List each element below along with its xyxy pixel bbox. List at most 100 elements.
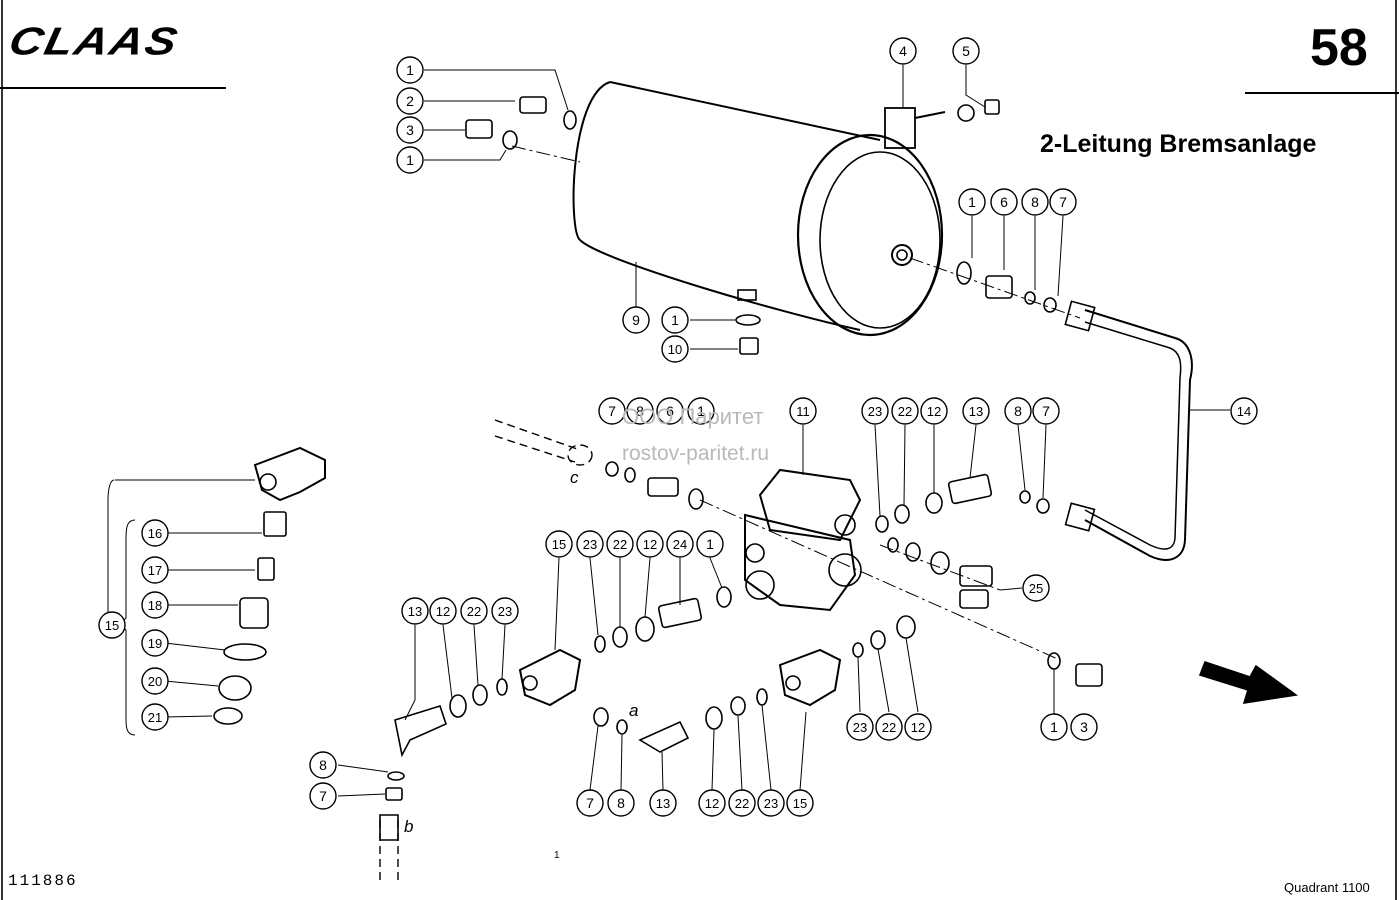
callout-label: 6	[1000, 194, 1008, 210]
callout-circle	[962, 397, 990, 425]
callout-circle	[861, 397, 889, 425]
small-mark: 1	[554, 850, 560, 861]
callout-circle	[698, 789, 726, 817]
callout-circle	[98, 611, 126, 639]
callout-3: 3	[396, 116, 424, 144]
callout-4: 4	[889, 37, 917, 65]
connection-letter-a: a	[629, 701, 638, 720]
callout-label: 11	[796, 404, 810, 419]
callout-circle	[1004, 397, 1032, 425]
callout-11: 11	[789, 397, 817, 425]
page-number: 58	[1310, 19, 1368, 77]
callout-circle	[491, 597, 519, 625]
callout-label: 1	[968, 194, 976, 210]
callout-label: 1	[406, 62, 414, 78]
direction-arrow	[1198, 660, 1299, 704]
callout-15: 15	[545, 530, 573, 558]
callout-8: 8	[607, 789, 635, 817]
callout-label: 15	[793, 796, 807, 811]
callout-label: 25	[1029, 581, 1043, 596]
callout-label: 23	[583, 537, 597, 552]
callout-2: 2	[396, 87, 424, 115]
callout-label: 15	[105, 618, 119, 633]
callout-circle	[396, 116, 424, 144]
callout-5: 5	[952, 37, 980, 65]
callout-label: 1	[1050, 719, 1058, 735]
callout-23: 23	[576, 530, 604, 558]
callout-label: 1	[697, 403, 705, 419]
callout-label: 21	[148, 710, 162, 725]
callout-label: 9	[632, 312, 640, 328]
callout-12: 12	[698, 789, 726, 817]
callout-circle	[687, 397, 715, 425]
callout-12: 12	[429, 597, 457, 625]
callout-label: 1	[706, 536, 714, 552]
callout-circle	[889, 37, 917, 65]
callout-label: 6	[666, 403, 674, 419]
callout-circle	[666, 530, 694, 558]
callout-9: 9	[622, 306, 650, 334]
callout-label: 8	[319, 757, 327, 773]
callout-7: 7	[576, 789, 604, 817]
callout-label: 15	[552, 537, 566, 552]
callout-circle	[309, 751, 337, 779]
callout-label: 12	[927, 404, 941, 419]
callout-label: 23	[498, 604, 512, 619]
callout-21: 21	[141, 703, 169, 731]
callout-8: 8	[1004, 397, 1032, 425]
callout-circle	[757, 789, 785, 817]
callout-circle	[1032, 397, 1060, 425]
callout-23: 23	[757, 789, 785, 817]
callout-circle	[598, 397, 626, 425]
callout-circle	[606, 530, 634, 558]
callout-label: 22	[467, 604, 481, 619]
connection-letter-c: c	[570, 468, 579, 487]
callout-label: 3	[406, 122, 414, 138]
callout-circle	[141, 629, 169, 657]
callout-22: 22	[460, 597, 488, 625]
callout-circle	[396, 87, 424, 115]
callout-13: 13	[401, 597, 429, 625]
callout-label: 3	[1080, 719, 1088, 735]
callout-circle	[846, 713, 874, 741]
callout-label: 7	[586, 795, 594, 811]
callout-label: 7	[1042, 403, 1050, 419]
callout-7: 7	[1049, 188, 1077, 216]
callout-22: 22	[891, 397, 919, 425]
callout-label: 10	[668, 342, 682, 357]
callout-label: 12	[436, 604, 450, 619]
callout-circle	[1022, 574, 1050, 602]
center-lines	[511, 145, 1081, 661]
callout-circle	[1049, 188, 1077, 216]
callout-circle	[141, 703, 169, 731]
callout-circle	[958, 188, 986, 216]
callout-12: 12	[920, 397, 948, 425]
callout-8: 8	[1021, 188, 1049, 216]
callout-label: 17	[148, 563, 162, 578]
callout-circle	[891, 397, 919, 425]
leader-lines	[101, 65, 1230, 797]
callout-6: 6	[990, 188, 1018, 216]
callout-circle	[789, 397, 817, 425]
callout-label: 22	[882, 720, 896, 735]
callout-label: 7	[1059, 194, 1067, 210]
watermark-company: ООО Паритет	[622, 404, 764, 429]
callout-12: 12	[636, 530, 664, 558]
callout-label: 13	[969, 404, 983, 419]
coupling-heads	[253, 446, 842, 707]
callout-1: 1	[1040, 713, 1068, 741]
callout-circle	[429, 597, 457, 625]
callout-label: 16	[148, 526, 162, 541]
callout-label: 23	[764, 796, 778, 811]
callout-label: 12	[643, 537, 657, 552]
callout-label: 7	[319, 788, 327, 804]
callout-23: 23	[861, 397, 889, 425]
callout-label: 5	[962, 43, 970, 59]
callout-20: 20	[141, 667, 169, 695]
callout-1: 1	[396, 56, 424, 84]
callout-8: 8	[626, 397, 654, 425]
callout-circle	[309, 782, 337, 810]
callout-14: 14	[1230, 397, 1258, 425]
